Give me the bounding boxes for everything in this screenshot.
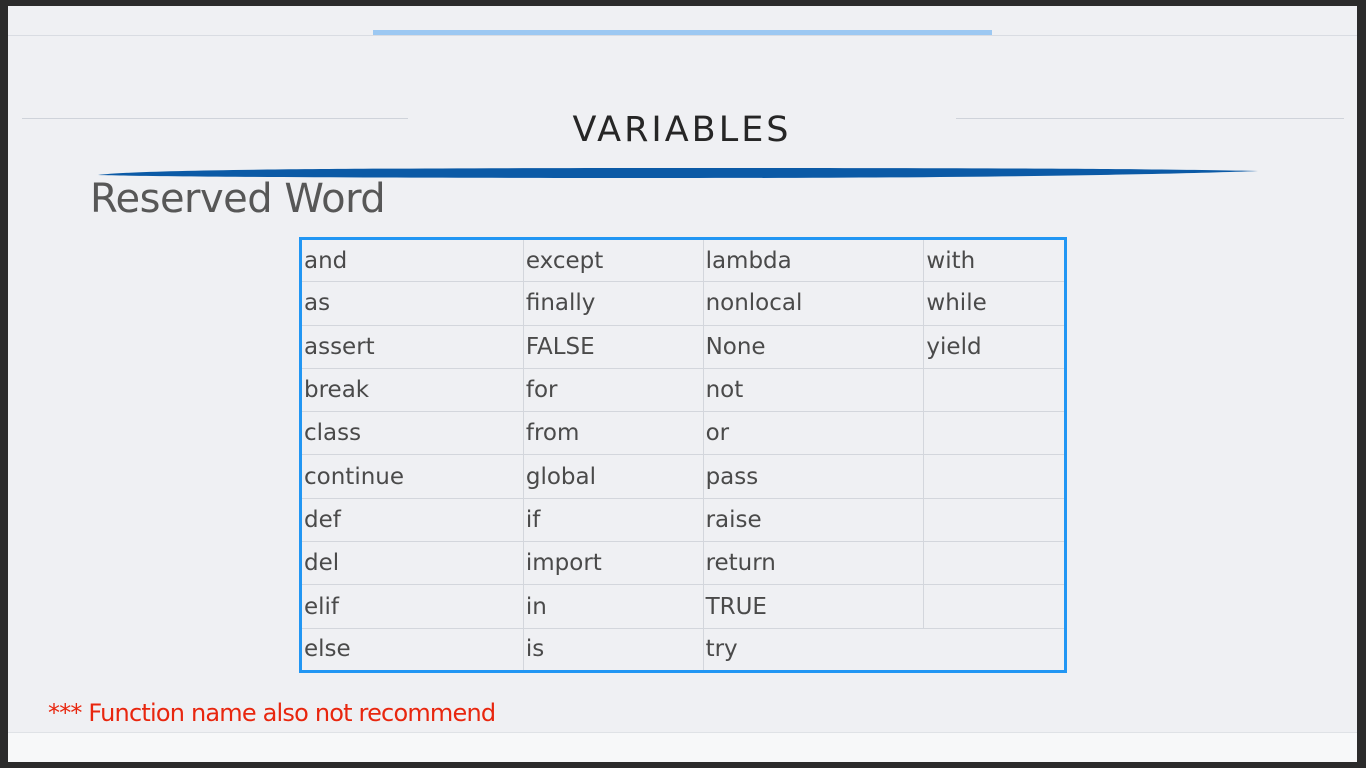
table-cell: if [522,497,704,543]
table-cell: lambda [702,237,925,283]
table-row: break for not [300,367,1066,413]
table-cell: nonlocal [702,281,925,326]
table-cell: break [300,367,524,413]
table-cell: del [300,541,524,586]
reserved-words-table: and except lambda with as finally nonloc… [299,237,1067,673]
top-divider [8,35,1357,36]
table-cell [923,541,1066,586]
table-cell: except [522,237,704,283]
table-cell: elif [300,584,524,629]
table-cell [923,497,1066,543]
table-row: continue global pass [300,454,1066,499]
bottom-bar [8,732,1357,762]
table-cell: while [923,281,1066,326]
table-cell: yield [923,324,1066,369]
table-cell: TRUE [702,584,925,629]
table-cell [923,454,1066,499]
table-cell: or [702,411,925,456]
table-cell: pass [702,454,925,499]
table-cell: raise [702,497,925,543]
footnote-warning: *** Function name also not recommend [48,699,496,727]
slide-canvas: VARIABLES Reserved Word and except lambd… [8,6,1357,762]
table-cell: with [923,237,1066,283]
table-cell: try [702,627,924,673]
top-accent-bar [373,30,992,35]
table-cell: else [300,627,524,673]
table-cell: global [522,454,704,499]
table-cell: not [702,367,925,413]
table-cell [923,627,1066,673]
table-cell [923,411,1066,456]
table-cell: for [522,367,704,413]
table-cell: finally [522,281,704,326]
title-rule-right [956,118,1344,119]
table-row: del import return [300,541,1066,586]
table-row: as finally nonlocal while [300,281,1066,326]
table-row: def if raise [300,497,1066,543]
table-cell: and [300,237,524,283]
table-row: elif in TRUE [300,584,1066,629]
table-cell: assert [300,324,524,369]
table-row: class from or [300,411,1066,456]
table-cell [923,584,1066,629]
table-cell: None [702,324,925,369]
section-heading: Reserved Word [90,176,386,222]
table-cell: return [702,541,925,586]
table-cell: class [300,411,524,456]
title-rule-left [22,118,408,119]
table-cell: def [300,497,524,543]
table-row: else is try [300,627,1066,673]
table-row: and except lambda with [300,237,1066,283]
brush-stroke-underline [98,168,1258,178]
table-row: assert FALSE None yield [300,324,1066,369]
table-cell: is [522,627,704,673]
slide-title: VARIABLES [572,110,792,150]
table-cell: continue [300,454,524,499]
table-cell [923,367,1066,413]
table-cell: import [522,541,704,586]
table-cell: FALSE [522,324,704,369]
table-cell: from [522,411,704,456]
table-cell: as [300,281,524,326]
table-cell: in [522,584,704,629]
